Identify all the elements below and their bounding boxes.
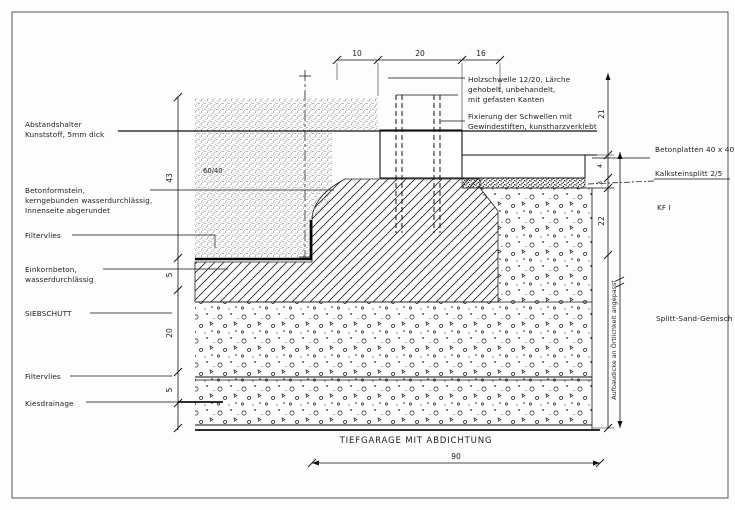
buildup-note: Aufbaudicke an Örtlichkeit angepasst — [609, 280, 618, 400]
label-abstandshalter: Abstandshalter Kunststoff, 5mm dick — [25, 120, 105, 139]
dim-left-43: 43 — [165, 173, 174, 183]
svg-text:Abstandshalter: Abstandshalter — [25, 120, 82, 129]
splitt-bed-band — [461, 177, 586, 189]
sleeper-rect — [379, 129, 463, 179]
svg-text:Kalksteinsplitt 2/5: Kalksteinsplitt 2/5 — [655, 169, 722, 178]
dim-right-3: 3 — [597, 181, 604, 185]
dim-left-5b: 5 — [165, 387, 174, 392]
buildup-extent-line: Aufbaudicke an Örtlichkeit angepasst — [609, 152, 625, 428]
dim-top-10: 10 — [352, 49, 362, 58]
gravel-region — [195, 188, 592, 425]
threaded-rods — [395, 95, 441, 233]
substrate-ratio-label: 60/40 — [203, 167, 223, 175]
svg-text:Einkornbeton,: Einkornbeton, — [25, 265, 77, 274]
label-holzschwelle: Holzschwelle 12/20, Lärche gehobelt, unb… — [388, 75, 571, 104]
label-kf: KF I — [657, 203, 671, 212]
dim-left-5a: 5 — [165, 272, 174, 277]
label-betonformstein: Betonformstein, kerngebunden wasserdurch… — [25, 186, 334, 215]
svg-text:mit gefasten Kanten: mit gefasten Kanten — [468, 95, 544, 104]
svg-text:Innenseite abgerundet: Innenseite abgerundet — [25, 206, 110, 215]
paving-slab-rect — [461, 154, 586, 179]
right-dimension: 21 4 3 22 — [586, 73, 614, 433]
dim-right-22: 22 — [597, 216, 606, 226]
svg-text:Holzschwelle 12/20, Lärche: Holzschwelle 12/20, Lärche — [468, 75, 571, 84]
drawing-title: TIEFGARAGE MIT ABDICHTUNG — [339, 436, 493, 446]
fleece-step-line — [195, 220, 313, 261]
label-einkornbeton: Einkornbeton, wasserdurchlässig — [25, 265, 228, 284]
dim-top-16: 16 — [476, 49, 486, 58]
dim-bottom-90: 90 — [451, 452, 461, 461]
dim-right-4: 4 — [597, 164, 604, 168]
sheet-frame — [11, 11, 729, 499]
label-filtervlies-1: Filtervlies — [25, 231, 216, 248]
svg-text:Kunststoff, 5mm dick: Kunststoff, 5mm dick — [25, 130, 105, 139]
left-dimension: 43 5 20 5 — [165, 92, 183, 433]
leader-kalksplitt — [587, 180, 655, 185]
label-kiesdrainage: Kiesdrainage — [25, 399, 223, 408]
label-siebschutt: SIEBSCHUTT — [25, 309, 172, 318]
label-splittsand: Splitt-Sand-Gemisch — [656, 314, 733, 323]
svg-text:Betonplatten 40 x 40 cm: Betonplatten 40 x 40 cm — [655, 145, 735, 154]
svg-text:Filtervlies: Filtervlies — [25, 372, 61, 381]
dim-left-20: 20 — [165, 328, 174, 338]
svg-text:Betonformstein,: Betonformstein, — [25, 186, 85, 195]
svg-text:Filtervlies: Filtervlies — [25, 231, 61, 240]
svg-text:wasserdurchlässig: wasserdurchlässig — [25, 275, 94, 284]
label-fixierung: Fixierung der Schwellen mit Gewindestift… — [441, 112, 597, 131]
svg-text:SIEBSCHUTT: SIEBSCHUTT — [25, 309, 72, 318]
label-betonplatten: Betonplatten 40 x 40 cm — [592, 145, 735, 159]
label-filtervlies-2: Filtervlies — [25, 372, 172, 381]
svg-text:kerngebunden wasserdurchlässig: kerngebunden wasserdurchlässig, — [25, 196, 152, 205]
substrate-region — [195, 98, 378, 257]
svg-text:Fixierung der Schwellen mit: Fixierung der Schwellen mit — [468, 112, 572, 121]
bottom-dimension: 90 — [307, 452, 605, 468]
svg-text:Kiesdrainage: Kiesdrainage — [25, 399, 74, 408]
top-dimension: 10 20 16 — [332, 49, 505, 152]
svg-text:gehobelt, unbehandelt,: gehobelt, unbehandelt, — [468, 85, 555, 94]
dim-right-21: 21 — [597, 109, 606, 119]
dim-top-20: 20 — [415, 49, 425, 58]
label-kalksplitt: Kalksteinsplitt 2/5 — [587, 169, 730, 185]
svg-text:Gewindestiften, kunstharzverkl: Gewindestiften, kunstharzverklebt — [468, 122, 597, 131]
